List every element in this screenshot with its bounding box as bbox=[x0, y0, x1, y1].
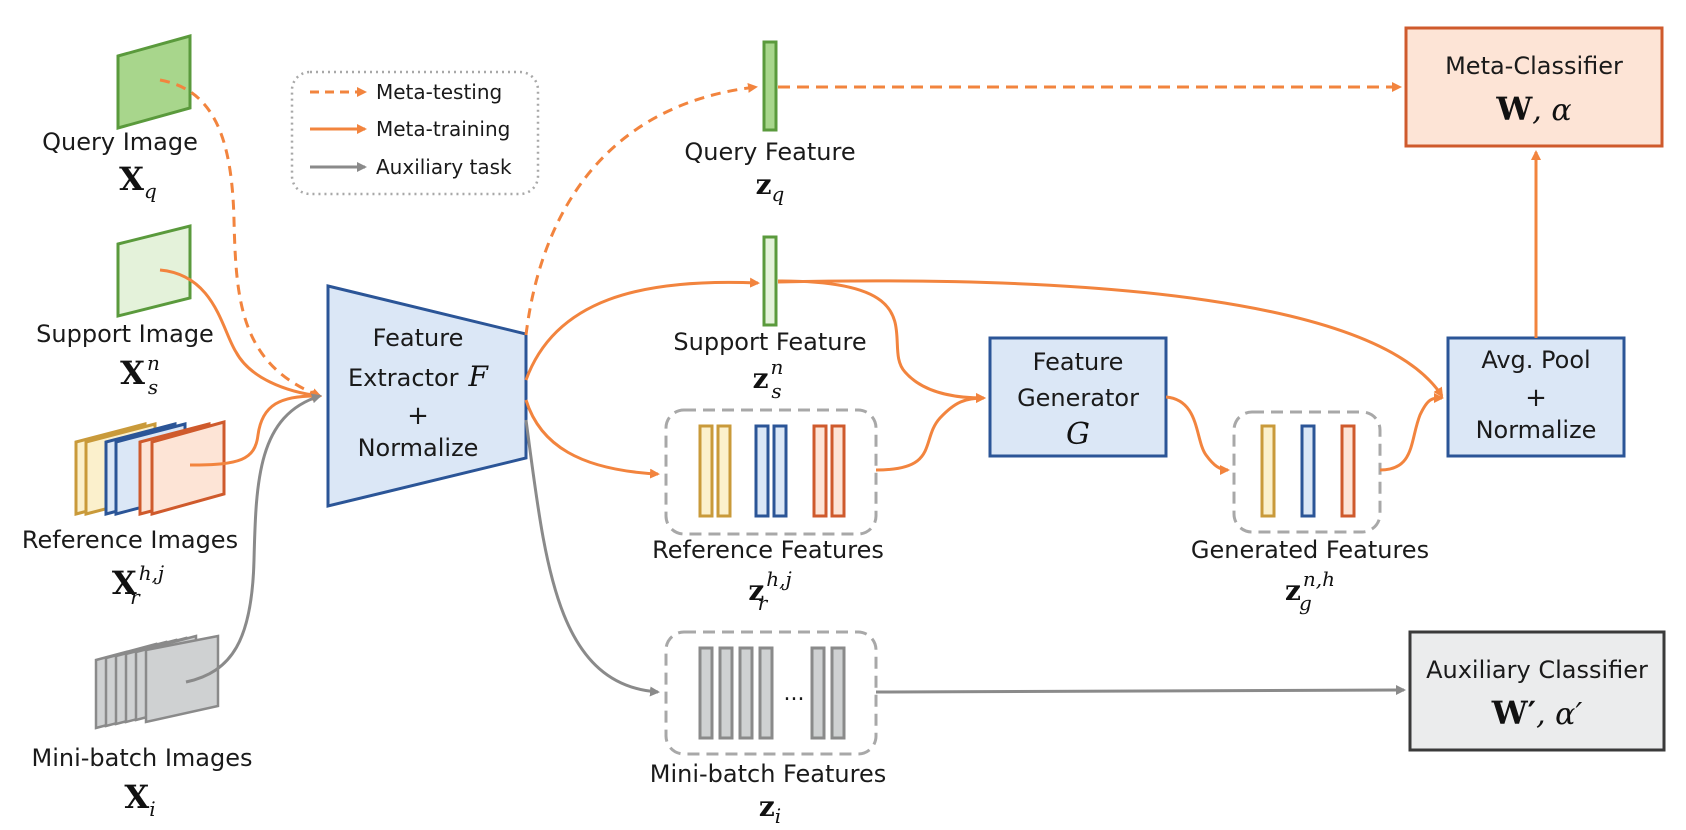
query-feature-label: Query Feature bbox=[684, 138, 855, 166]
reference-feature-bar bbox=[716, 424, 732, 518]
feature-generator-box bbox=[988, 336, 1168, 458]
reference-feature-bar bbox=[812, 424, 828, 518]
arrow-extractor-to-support-feature bbox=[524, 277, 760, 381]
avg-pool-line2: Normalize bbox=[1476, 416, 1597, 444]
minibatch-features-symbol: zi bbox=[759, 790, 781, 828]
minibatch-images-symbol: Xi bbox=[124, 778, 155, 821]
reference-feature-bar bbox=[772, 424, 788, 518]
minibatch-image bbox=[144, 634, 220, 724]
legend-meta-training-label: Meta-training bbox=[376, 117, 510, 141]
meta-classifier-box bbox=[1404, 26, 1664, 148]
arrow-query-image-to-extractor bbox=[159, 78, 322, 398]
minibatch-feature-bar bbox=[718, 646, 734, 740]
auxiliary-classifier-formula: W′, α′ bbox=[1491, 694, 1583, 732]
reference-features-label: Reference Features bbox=[652, 536, 884, 564]
reference-feature-bar bbox=[830, 424, 846, 518]
minibatch-images: Mini-batch Images Xi bbox=[32, 634, 253, 821]
meta-classifier: Meta-Classifier W, α bbox=[1404, 26, 1664, 148]
query-feature-bar bbox=[762, 40, 778, 132]
meta-classifier-formula: W, α bbox=[1495, 90, 1571, 128]
avg-pool-box bbox=[1446, 336, 1626, 458]
arrow-support-feature-to-avg-pool bbox=[777, 279, 1444, 398]
query-image-label: Query Image bbox=[42, 128, 198, 156]
minibatch-feature-bar bbox=[810, 646, 826, 740]
reference-images-label: Reference Images bbox=[22, 526, 238, 554]
arrow-extractor-to-minibatch-features bbox=[524, 419, 660, 697]
support-image-icon bbox=[116, 224, 192, 318]
feature-extractor-line1: Feature bbox=[373, 324, 464, 352]
reference-features-box bbox=[664, 408, 878, 536]
feature-extractor-line3: Normalize bbox=[358, 434, 479, 462]
generated-feature-bar bbox=[1300, 424, 1316, 518]
auxiliary-classifier-title: Auxiliary Classifier bbox=[1426, 656, 1648, 684]
query-image-symbol: Xq bbox=[119, 160, 157, 203]
legend-border bbox=[290, 70, 540, 196]
legend-meta-testing-label: Meta-testing bbox=[376, 80, 502, 104]
arrow-extractor-to-query-feature bbox=[524, 82, 758, 336]
support-feature-bar bbox=[762, 235, 778, 327]
arrow-minibatch-features-to-aux-classifier bbox=[875, 685, 1406, 696]
feature-generator-line2: Generator bbox=[1017, 384, 1139, 412]
minibatch-feature-bar bbox=[698, 646, 714, 740]
auxiliary-classifier: Auxiliary Classifier W′, α′ bbox=[1408, 630, 1666, 752]
arrow-support-image-to-extractor bbox=[159, 268, 322, 401]
minibatch-ellipsis: ... bbox=[784, 681, 805, 706]
support-feature-label: Support Feature bbox=[673, 328, 866, 356]
arrow-reference-features-to-generator bbox=[875, 393, 986, 472]
arrow-reference-images-to-extractor bbox=[189, 390, 322, 467]
reference-feature-bar bbox=[698, 424, 714, 518]
minibatch-features: ... Mini-batch Features zi bbox=[650, 630, 887, 828]
feature-extractor-plus: + bbox=[407, 401, 429, 431]
query-feature-symbol: zq bbox=[756, 168, 785, 206]
auxiliary-classifier-box bbox=[1408, 630, 1666, 752]
reference-feature-bar bbox=[754, 424, 770, 518]
query-image: Query Image Xq bbox=[42, 34, 198, 203]
feature-generator: Feature Generator G bbox=[988, 336, 1168, 458]
reference-image-red bbox=[150, 420, 226, 516]
arrow-extractor-to-reference-features bbox=[524, 399, 660, 479]
query-image-icon bbox=[116, 34, 192, 130]
minibatch-feature-bar bbox=[738, 646, 754, 740]
legend-auxiliary-label: Auxiliary task bbox=[376, 155, 512, 179]
generated-features-label: Generated Features bbox=[1191, 536, 1429, 564]
avg-pool-plus: + bbox=[1525, 383, 1547, 413]
feature-extractor-shape bbox=[326, 284, 528, 508]
minibatch-features-label: Mini-batch Features bbox=[650, 760, 887, 788]
generated-features-box bbox=[1232, 410, 1382, 534]
minibatch-features-box bbox=[664, 630, 878, 756]
feature-generator-symbol: G bbox=[1066, 417, 1090, 452]
generated-feature-bar bbox=[1260, 424, 1276, 518]
generated-feature-bar bbox=[1340, 424, 1356, 518]
legend: Meta-testing Meta-training Auxiliary tas… bbox=[290, 70, 540, 196]
arrow-support-feature-to-generator bbox=[777, 279, 986, 403]
minibatch-feature-bar bbox=[830, 646, 846, 740]
avg-pool: Avg. Pool + Normalize bbox=[1446, 336, 1626, 458]
avg-pool-line1: Avg. Pool bbox=[1481, 346, 1590, 374]
arrow-generator-to-generated-features bbox=[1165, 395, 1230, 475]
meta-classifier-title: Meta-Classifier bbox=[1445, 52, 1623, 80]
arrow-generated-features-to-avg-pool bbox=[1379, 393, 1444, 472]
minibatch-images-label: Mini-batch Images bbox=[32, 744, 253, 772]
feature-generator-line1: Feature bbox=[1033, 348, 1124, 376]
support-image-label: Support Image bbox=[36, 320, 214, 348]
minibatch-feature-bar bbox=[758, 646, 774, 740]
arrow-minibatch-images-to-extractor bbox=[185, 393, 322, 684]
query-feature: Query Feature zq bbox=[684, 40, 856, 206]
